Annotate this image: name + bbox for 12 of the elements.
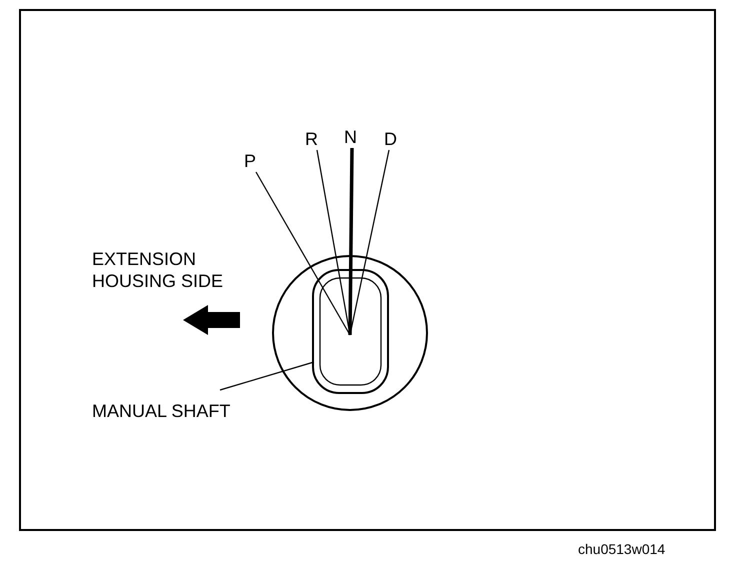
position-letter: D — [384, 128, 397, 150]
position-letter: P — [244, 150, 256, 172]
figure-code: chu0513w014 — [578, 540, 666, 559]
leader-line — [220, 361, 314, 391]
position-line — [255, 172, 351, 336]
position-line — [349, 150, 390, 336]
position-letter: N — [344, 126, 357, 148]
position-letter: R — [305, 128, 318, 150]
direction-label: EXTENSION HOUSING SIDE — [92, 248, 224, 292]
position-line — [348, 148, 354, 336]
manual-shaft-drawing — [312, 269, 389, 394]
part-label: MANUAL SHAFT — [92, 400, 230, 422]
